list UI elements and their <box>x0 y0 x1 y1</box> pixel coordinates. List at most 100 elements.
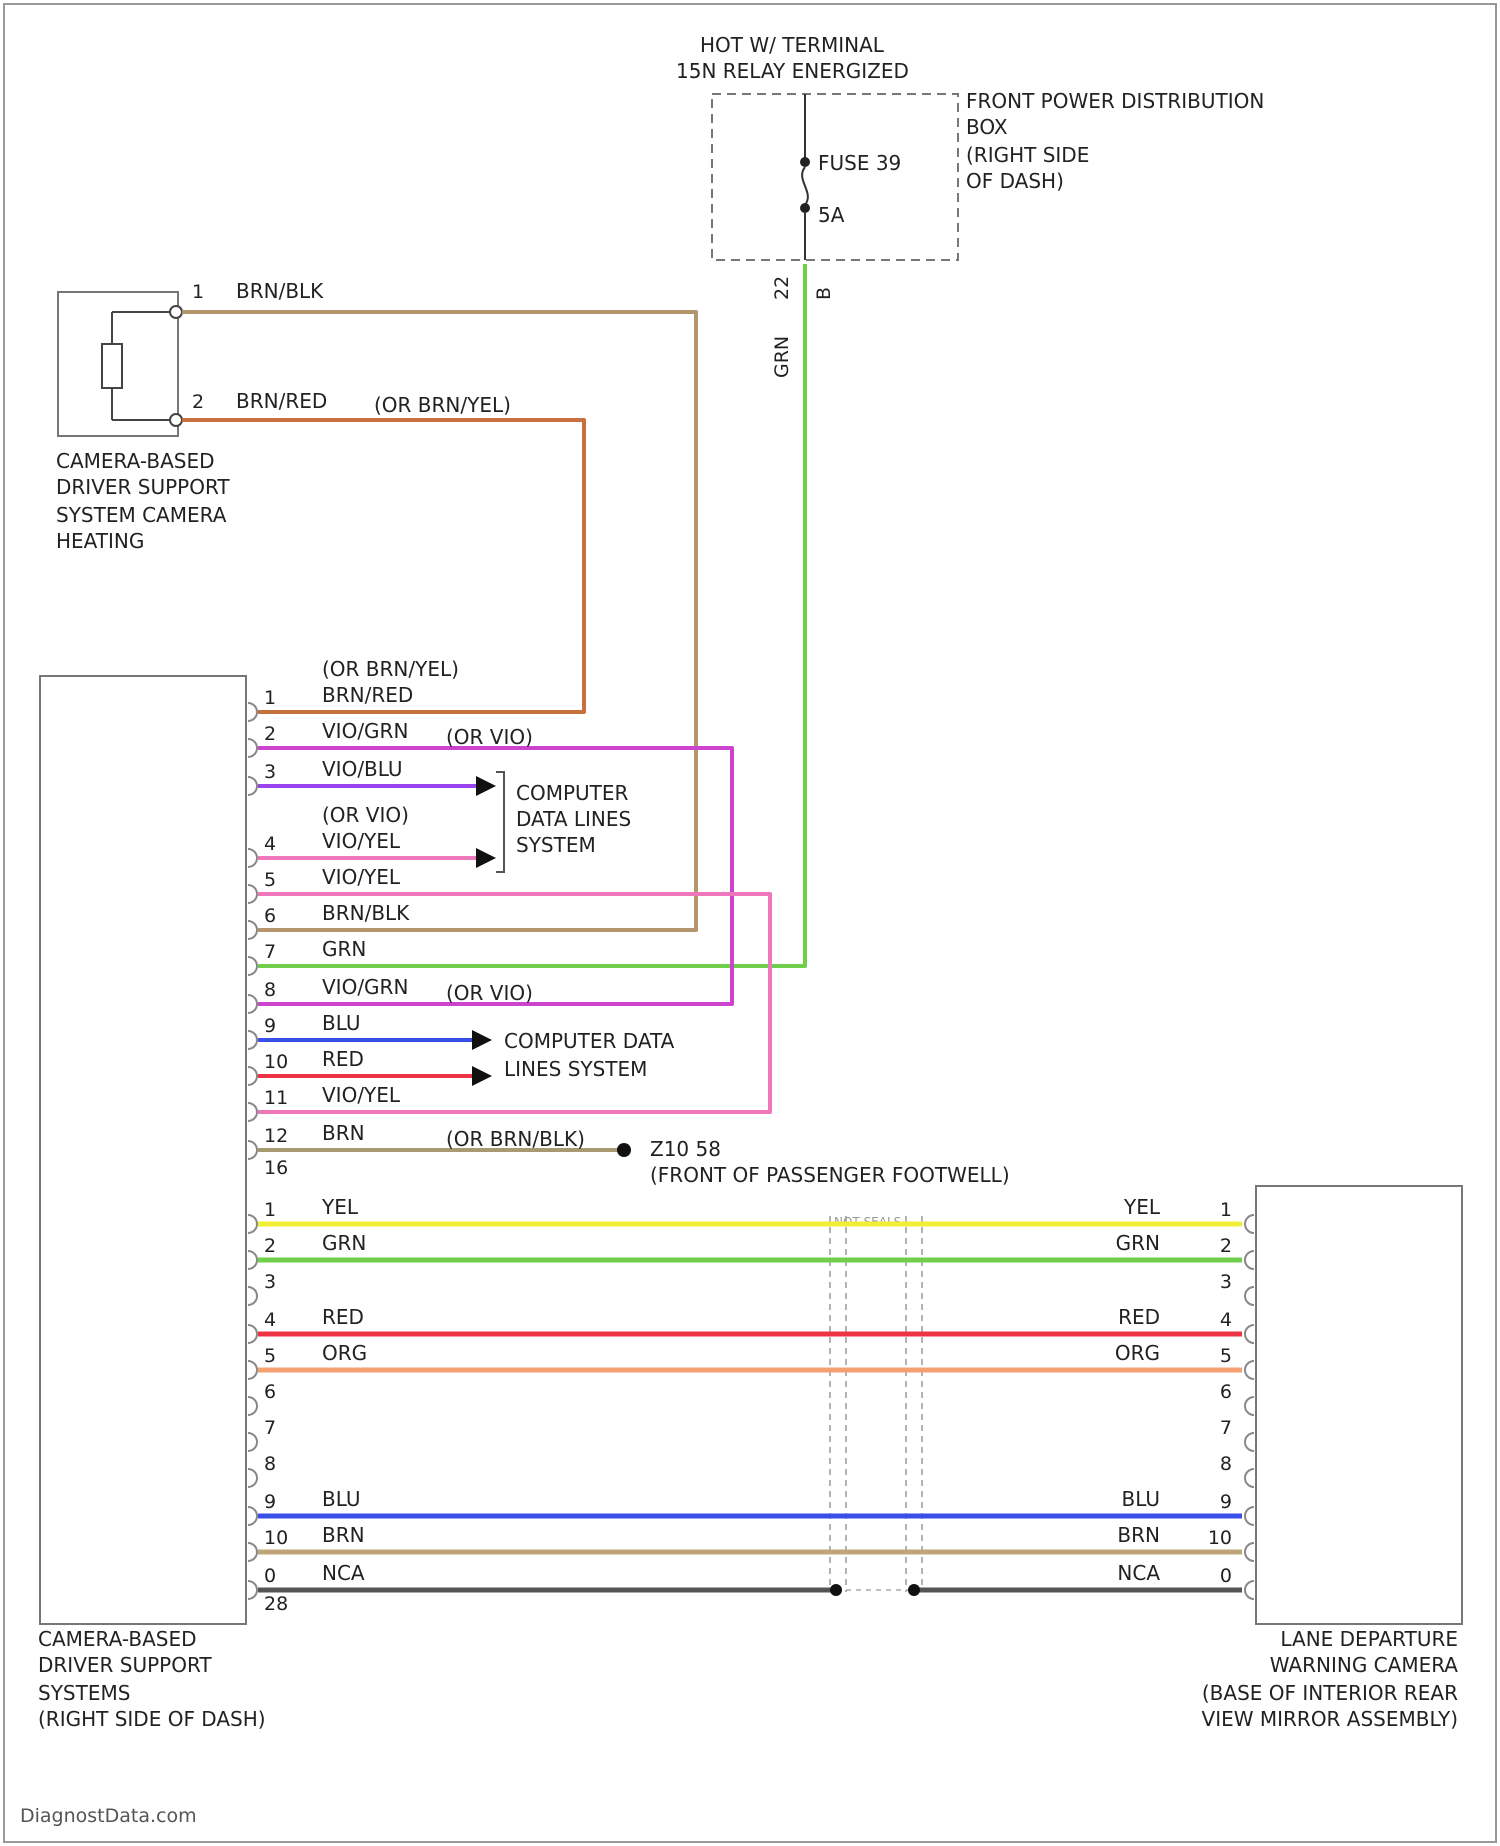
module-pin-number: 3 <box>264 761 276 783</box>
heater-pin2-alt: (OR BRN/YEL) <box>374 393 511 417</box>
heater-name-3: SYSTEM CAMERA <box>56 503 227 527</box>
fuse-contact-top <box>800 157 810 167</box>
link-wire-right: BRN <box>1117 1523 1160 1547</box>
module-link-terminal <box>248 1433 257 1451</box>
module-link-terminal <box>248 1581 257 1599</box>
fuse-rating: 5A <box>818 203 845 227</box>
supply-title-2: 15N RELAY ENERGIZED <box>676 59 909 83</box>
module-pin-terminal <box>248 1067 257 1085</box>
module-name-1: CAMERA-BASED <box>38 1627 197 1651</box>
data-lines-a-2: DATA LINES <box>516 807 631 831</box>
heater-box <box>58 292 178 436</box>
connector1-id: 16 <box>264 1157 288 1179</box>
shield-splice-left <box>830 1584 842 1596</box>
heater-name-1: CAMERA-BASED <box>56 449 215 473</box>
arrow-data-a-2 <box>476 848 496 868</box>
module-pin-number: 2 <box>264 723 276 745</box>
pdb-name-4: OF DASH) <box>966 169 1064 193</box>
module-pin-terminal <box>248 921 257 939</box>
module-pin-wire: VIO/BLU <box>322 757 403 781</box>
ground-location: (FRONT OF PASSENGER FOOTWELL) <box>650 1163 1010 1187</box>
module-link-terminal <box>248 1507 257 1525</box>
camera-heater: 1 BRN/BLK 2 BRN/RED (OR BRN/YEL) CAMERA-… <box>56 279 511 553</box>
module-pin-number: 6 <box>264 905 276 927</box>
shield-splice-right <box>908 1584 920 1596</box>
camera-link-pin-number: 2 <box>1220 1235 1232 1257</box>
module-pin-number: 5 <box>264 869 276 891</box>
diagram-frame <box>4 4 1496 1842</box>
module-link-pin-number: 10 <box>264 1527 288 1549</box>
module-link-pin-number: 2 <box>264 1235 276 1257</box>
data-lines-b-2: LINES SYSTEM <box>504 1057 647 1081</box>
pdb-name-3: (RIGHT SIDE <box>966 143 1089 167</box>
heater-pin2-wire: BRN/RED <box>236 389 327 413</box>
camera-link-terminal <box>1245 1433 1254 1451</box>
pdb-pin-right: B <box>813 287 835 300</box>
data-lines-a-1: COMPUTER <box>516 781 629 805</box>
heater-pin1-number: 1 <box>192 281 204 303</box>
arrow-data-b-2 <box>472 1066 492 1086</box>
module-pin-wire: BRN <box>322 1121 365 1145</box>
module-link-pin-number: 5 <box>264 1345 276 1367</box>
fuse-symbol <box>802 167 808 205</box>
module-pin-alt: (OR VIO) <box>322 803 409 827</box>
camera-link-pin-number: 5 <box>1220 1345 1232 1367</box>
module-pin-wire: BRN/RED <box>322 683 413 707</box>
module-pin-wire: GRN <box>322 937 366 961</box>
ground-point <box>617 1143 631 1157</box>
module-pin-terminal <box>248 957 257 975</box>
module-link-pin-number: 0 <box>264 1565 276 1587</box>
camera-link-pin-group: 1YELYEL12GRNGRN2334REDRED45ORGORG5667788… <box>248 1195 1254 1599</box>
link-wire-right: NCA <box>1117 1561 1160 1585</box>
module-pin-group: 1BRN/RED(OR BRN/YEL)2VIO/GRN(OR VIO)3VIO… <box>248 657 585 1159</box>
data-lines-a-3: SYSTEM <box>516 833 596 857</box>
module-link-pin-number: 1 <box>264 1199 276 1221</box>
module-pin-terminal <box>248 777 257 795</box>
arrow-data-a-1 <box>476 776 496 796</box>
module-pin-wire: VIO/GRN <box>322 719 408 743</box>
module-pin-wire: VIO/GRN <box>322 975 408 999</box>
link-wire-left: GRN <box>322 1231 366 1255</box>
module-pin-number: 9 <box>264 1015 276 1037</box>
camera-link-terminal <box>1245 1469 1254 1487</box>
supply-wire-label: GRN <box>771 336 793 378</box>
module-pin-wire: VIO/YEL <box>322 1083 401 1107</box>
pdb-pin-left: 22 <box>771 276 793 300</box>
heater-pin2-terminal <box>170 414 182 426</box>
module-link-terminal <box>248 1361 257 1379</box>
fuse-box-outline <box>712 94 958 260</box>
camera-link-terminal <box>1245 1251 1254 1269</box>
module-link-pin-number: 8 <box>264 1453 276 1475</box>
module-link-terminal <box>248 1397 257 1415</box>
module-pin-terminal <box>248 885 257 903</box>
module-pin-alt: (OR VIO) <box>446 981 533 1005</box>
link-wire-right: BLU <box>1121 1487 1160 1511</box>
module-pin-alt: (OR BRN/BLK) <box>446 1127 585 1151</box>
module-pin-number: 12 <box>264 1125 288 1147</box>
camera-link-pin-number: 9 <box>1220 1491 1232 1513</box>
fuse-label: FUSE 39 <box>818 151 901 175</box>
module-name-4: (RIGHT SIDE OF DASH) <box>38 1707 266 1731</box>
module-link-terminal <box>248 1325 257 1343</box>
fuse-contact-bottom <box>800 203 810 213</box>
module-link-pin-number: 4 <box>264 1309 276 1331</box>
module-link-pin-number: 7 <box>264 1417 276 1439</box>
link-wire-left: BRN <box>322 1523 365 1547</box>
ground-id: Z10 58 <box>650 1137 721 1161</box>
camera-link-pin-number: 7 <box>1220 1417 1232 1439</box>
link-wire-right: YEL <box>1123 1195 1161 1219</box>
module-link-terminal <box>248 1215 257 1233</box>
module-link-terminal <box>248 1543 257 1561</box>
module-pin-wire: RED <box>322 1047 364 1071</box>
module-pin-terminal <box>248 849 257 867</box>
module-pin-number: 1 <box>264 687 276 709</box>
camera-link-pin-number: 3 <box>1220 1271 1232 1293</box>
camera-link-pin-number: 10 <box>1208 1527 1232 1549</box>
supply-title-1: HOT W/ TERMINAL <box>700 33 885 57</box>
camera-link-terminal <box>1245 1543 1254 1561</box>
module-pin-number: 7 <box>264 941 276 963</box>
camera-link-terminal <box>1245 1215 1254 1233</box>
module-pin-terminal <box>248 995 257 1013</box>
shield-lines <box>830 1216 922 1592</box>
camera-link-pin-number: 0 <box>1220 1565 1232 1587</box>
